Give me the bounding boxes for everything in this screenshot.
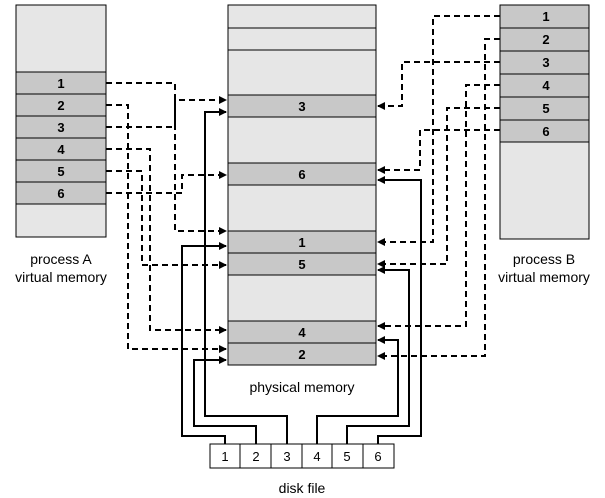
arrow-b6-to-frame-6 [377, 129, 500, 174]
process-a-page-3: 3 [15, 115, 107, 139]
arrow-b1-to-frame-1 [377, 15, 500, 246]
process-b-page-2: 2 [499, 27, 590, 52]
process-a-page-5: 5 [15, 159, 107, 183]
process-a-page-5-label: 5 [57, 164, 64, 179]
process-b-label: process B virtual memory [483, 250, 605, 286]
arrow-a5-to-frame-5 [106, 170, 227, 269]
disk-block-3: 3 [270, 443, 303, 469]
physical-frame-page-3: 3 [227, 94, 377, 118]
process-b-page-6-label: 6 [542, 124, 549, 139]
physical-frame-page-6-label: 6 [298, 167, 305, 182]
process-b-virtual-memory: 1 2 3 4 5 6 [499, 4, 590, 240]
arrow-a2-to-frame-2 [106, 104, 227, 353]
process-a-page-1-label: 1 [57, 76, 64, 91]
disk-block-1-to-frame-1 [181, 242, 227, 444]
process-a-page-2: 2 [15, 93, 107, 117]
disk-block-4-to-frame-4 [316, 336, 399, 444]
physical-frame-page-3-label: 3 [298, 99, 305, 114]
physical-frame-page-5-label: 5 [298, 257, 305, 272]
physical-frame-page-2-label: 2 [298, 347, 305, 362]
disk-block-6-to-frame-6 [377, 176, 422, 444]
physical-frame-page-4-label: 4 [298, 325, 306, 340]
disk-block-1: 1 [209, 443, 241, 469]
process-b-page-5: 5 [499, 96, 590, 121]
disk-block-1-label: 1 [221, 449, 228, 464]
process-b-page-1: 1 [499, 4, 590, 29]
process-b-page-4-label: 4 [542, 78, 550, 93]
disk-block-3-label: 3 [283, 449, 290, 464]
process-a-page-4-label: 4 [57, 142, 65, 157]
process-a-page-2-label: 2 [57, 98, 64, 113]
arrow-b5-to-frame-5 [377, 107, 500, 268]
disk-block-3-to-frame-3 [204, 108, 288, 444]
disk-file-arrows [181, 108, 422, 444]
disk-block-6-label: 6 [374, 449, 381, 464]
arrow-b2-to-frame-2 [377, 38, 500, 360]
physical-frame-page-4: 4 [227, 320, 377, 344]
process-b-page-2-label: 2 [542, 32, 549, 47]
disk-file-label: disk file [278, 480, 326, 496]
disk-block-5-to-frame-5 [346, 266, 410, 444]
disk-block-2-label: 2 [252, 449, 259, 464]
process-a-page-6: 6 [15, 181, 107, 205]
arrow-b3-to-frame-3 [377, 61, 500, 110]
process-a-label: process A virtual memory [0, 250, 122, 286]
process-a-page-4: 4 [15, 137, 107, 161]
physical-memory-label: physical memory [249, 379, 355, 395]
arrow-b4-to-frame-4 [377, 84, 500, 330]
process-b-page-5-label: 5 [542, 101, 549, 116]
process-b-label-line1: process B [512, 251, 576, 267]
process-b-page-1-label: 1 [542, 9, 549, 24]
process-a-virtual-memory: 1 2 3 4 5 6 [15, 4, 107, 238]
process-b-mapping-arrows [377, 15, 500, 360]
physical-frame-page-6: 6 [227, 162, 377, 186]
process-a-page-1: 1 [15, 71, 107, 95]
process-b-page-3-label: 3 [542, 55, 549, 70]
arrow-a4-to-frame-4 [106, 148, 227, 334]
process-b-page-4: 4 [499, 73, 590, 98]
disk-block-4-label: 4 [313, 449, 320, 464]
disk-block-6: 6 [362, 443, 395, 469]
physical-frame-page-5: 5 [227, 252, 377, 276]
process-a-page-6-label: 6 [57, 186, 64, 201]
process-a-label-line2: virtual memory [15, 269, 107, 285]
physical-frame-page-1-label: 1 [298, 235, 305, 250]
disk-file: 1 2 3 4 5 6 [209, 443, 395, 469]
physical-frame-page-2: 2 [227, 342, 377, 366]
disk-block-2: 2 [239, 443, 272, 469]
process-a-mapping-arrows [106, 82, 227, 353]
process-b-page-6: 6 [499, 119, 590, 143]
physical-frame-page-1: 1 [227, 230, 377, 254]
process-a-label-line1: process A [30, 251, 92, 267]
disk-block-5-label: 5 [343, 449, 350, 464]
disk-block-5: 5 [331, 443, 364, 469]
arrow-a1-to-frame-1 [106, 82, 227, 235]
arrow-a6-to-frame-6 [106, 171, 227, 194]
process-a-page-3-label: 3 [57, 120, 64, 135]
process-b-page-3: 3 [499, 50, 590, 75]
disk-block-4: 4 [301, 443, 333, 469]
arrow-a3-to-frame-3 [106, 96, 227, 128]
process-b-label-line2: virtual memory [498, 269, 590, 285]
physical-memory: 3 6 1 5 4 2 [227, 4, 377, 366]
disk-block-2-to-frame-2 [193, 356, 257, 444]
